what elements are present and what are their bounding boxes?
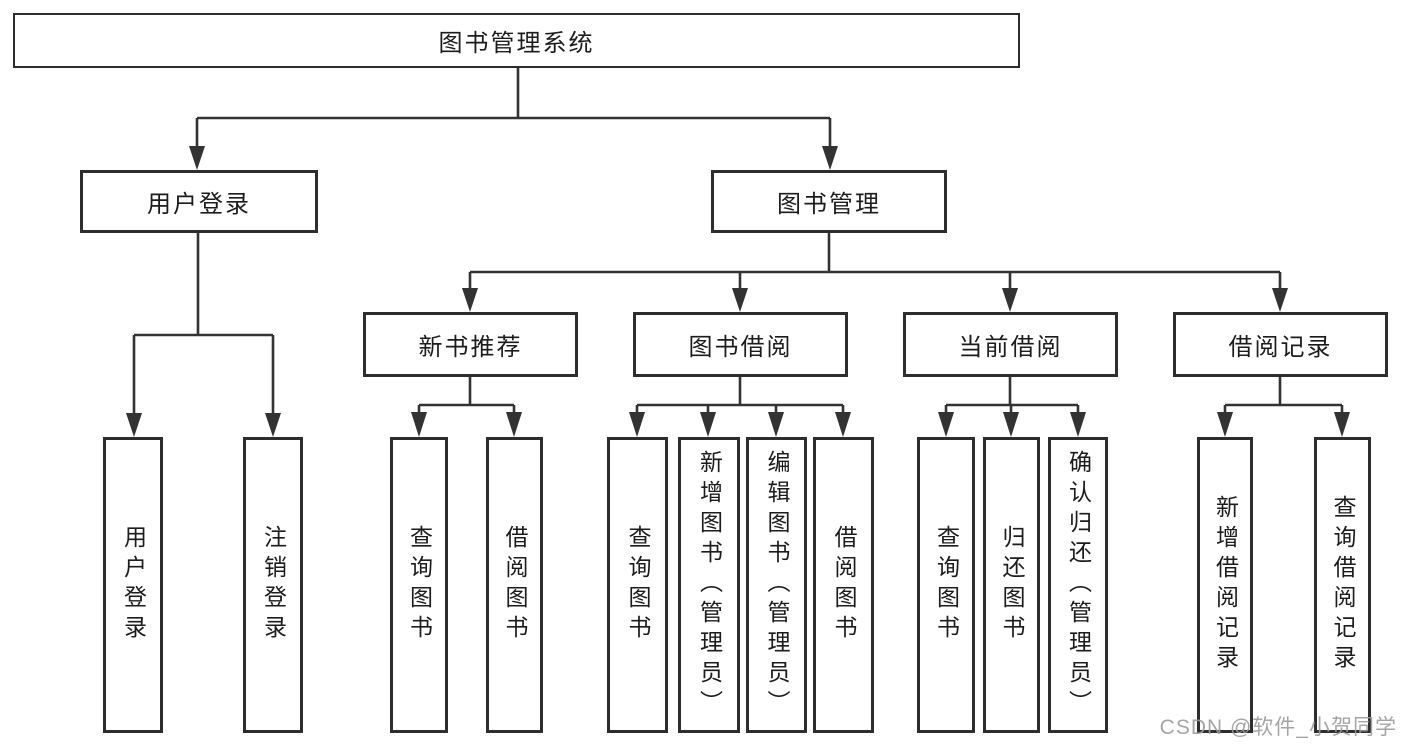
node-label: 图书借阅 [688, 334, 793, 361]
leaf-edit-books-admin: 编辑图书（管理员） [746, 437, 807, 733]
leaf-user-login: 用户登录 [103, 437, 163, 733]
leaf-add-borrow-record: 新增借阅记录 [1197, 437, 1253, 733]
node-current-borrowing: 当前借阅 [903, 312, 1118, 377]
node-label: 查询图书 [406, 525, 433, 645]
leaf-query-books-borrow: 查询图书 [607, 437, 668, 733]
node-label: 用户登录 [120, 525, 147, 645]
wire-bookmgmt-to-sections [462, 233, 1288, 312]
node-label: 用户登录 [147, 191, 251, 218]
node-new-book-recommend: 新书推荐 [363, 312, 578, 377]
leaf-query-books-current: 查询图书 [917, 437, 975, 733]
wire-current-to-leaves [938, 377, 1086, 437]
node-label: 查询图书 [625, 525, 651, 645]
node-label: 确认归还（管理员） [1065, 450, 1092, 720]
node-label: 注销登录 [260, 525, 287, 645]
node-label: 借阅图书 [502, 525, 528, 645]
node-label: 编辑图书（管理员） [764, 450, 790, 720]
csdn-watermark: CSDN @软件_小贺同学 [1159, 716, 1397, 739]
node-label: 借阅记录 [1228, 334, 1333, 361]
leaf-return-books: 归还图书 [983, 437, 1040, 733]
node-book-management: 图书管理 [711, 170, 947, 233]
leaf-logout: 注销登录 [243, 437, 303, 733]
wire-borrowing-to-leaves [629, 377, 851, 437]
leaf-query-borrow-record: 查询借阅记录 [1314, 437, 1371, 733]
leaf-query-books-recommend: 查询图书 [390, 437, 448, 733]
node-label: 查询图书 [933, 525, 960, 645]
node-label: 图书管理系统 [438, 30, 595, 57]
node-borrowing-records: 借阅记录 [1173, 312, 1388, 377]
node-label: 新书推荐 [418, 334, 523, 361]
leaf-confirm-return-admin: 确认归还（管理员） [1048, 437, 1108, 733]
node-book-borrowing: 图书借阅 [633, 312, 848, 377]
leaf-add-books-admin: 新增图书（管理员） [678, 437, 740, 733]
node-user-login: 用户登录 [80, 170, 318, 233]
leaf-borrow-books: 借阅图书 [813, 437, 874, 733]
node-label: 新增借阅记录 [1212, 495, 1239, 675]
wire-records-to-leaves [1217, 377, 1350, 437]
node-system-root: 图书管理系统 [13, 13, 1020, 68]
node-label: 当前借阅 [958, 334, 1063, 361]
wire-newbooks-to-leaves [411, 377, 522, 437]
leaf-borrow-books-recommend: 借阅图书 [486, 437, 543, 733]
node-label: 新增图书（管理员） [696, 450, 723, 720]
node-label: 查询借阅记录 [1330, 495, 1356, 675]
node-label: 借阅图书 [831, 525, 857, 645]
wire-userlogin-to-leaves [126, 233, 281, 437]
wire-root-to-level2 [189, 68, 838, 170]
node-label: 图书管理 [777, 191, 881, 218]
node-label: 归还图书 [999, 525, 1025, 645]
